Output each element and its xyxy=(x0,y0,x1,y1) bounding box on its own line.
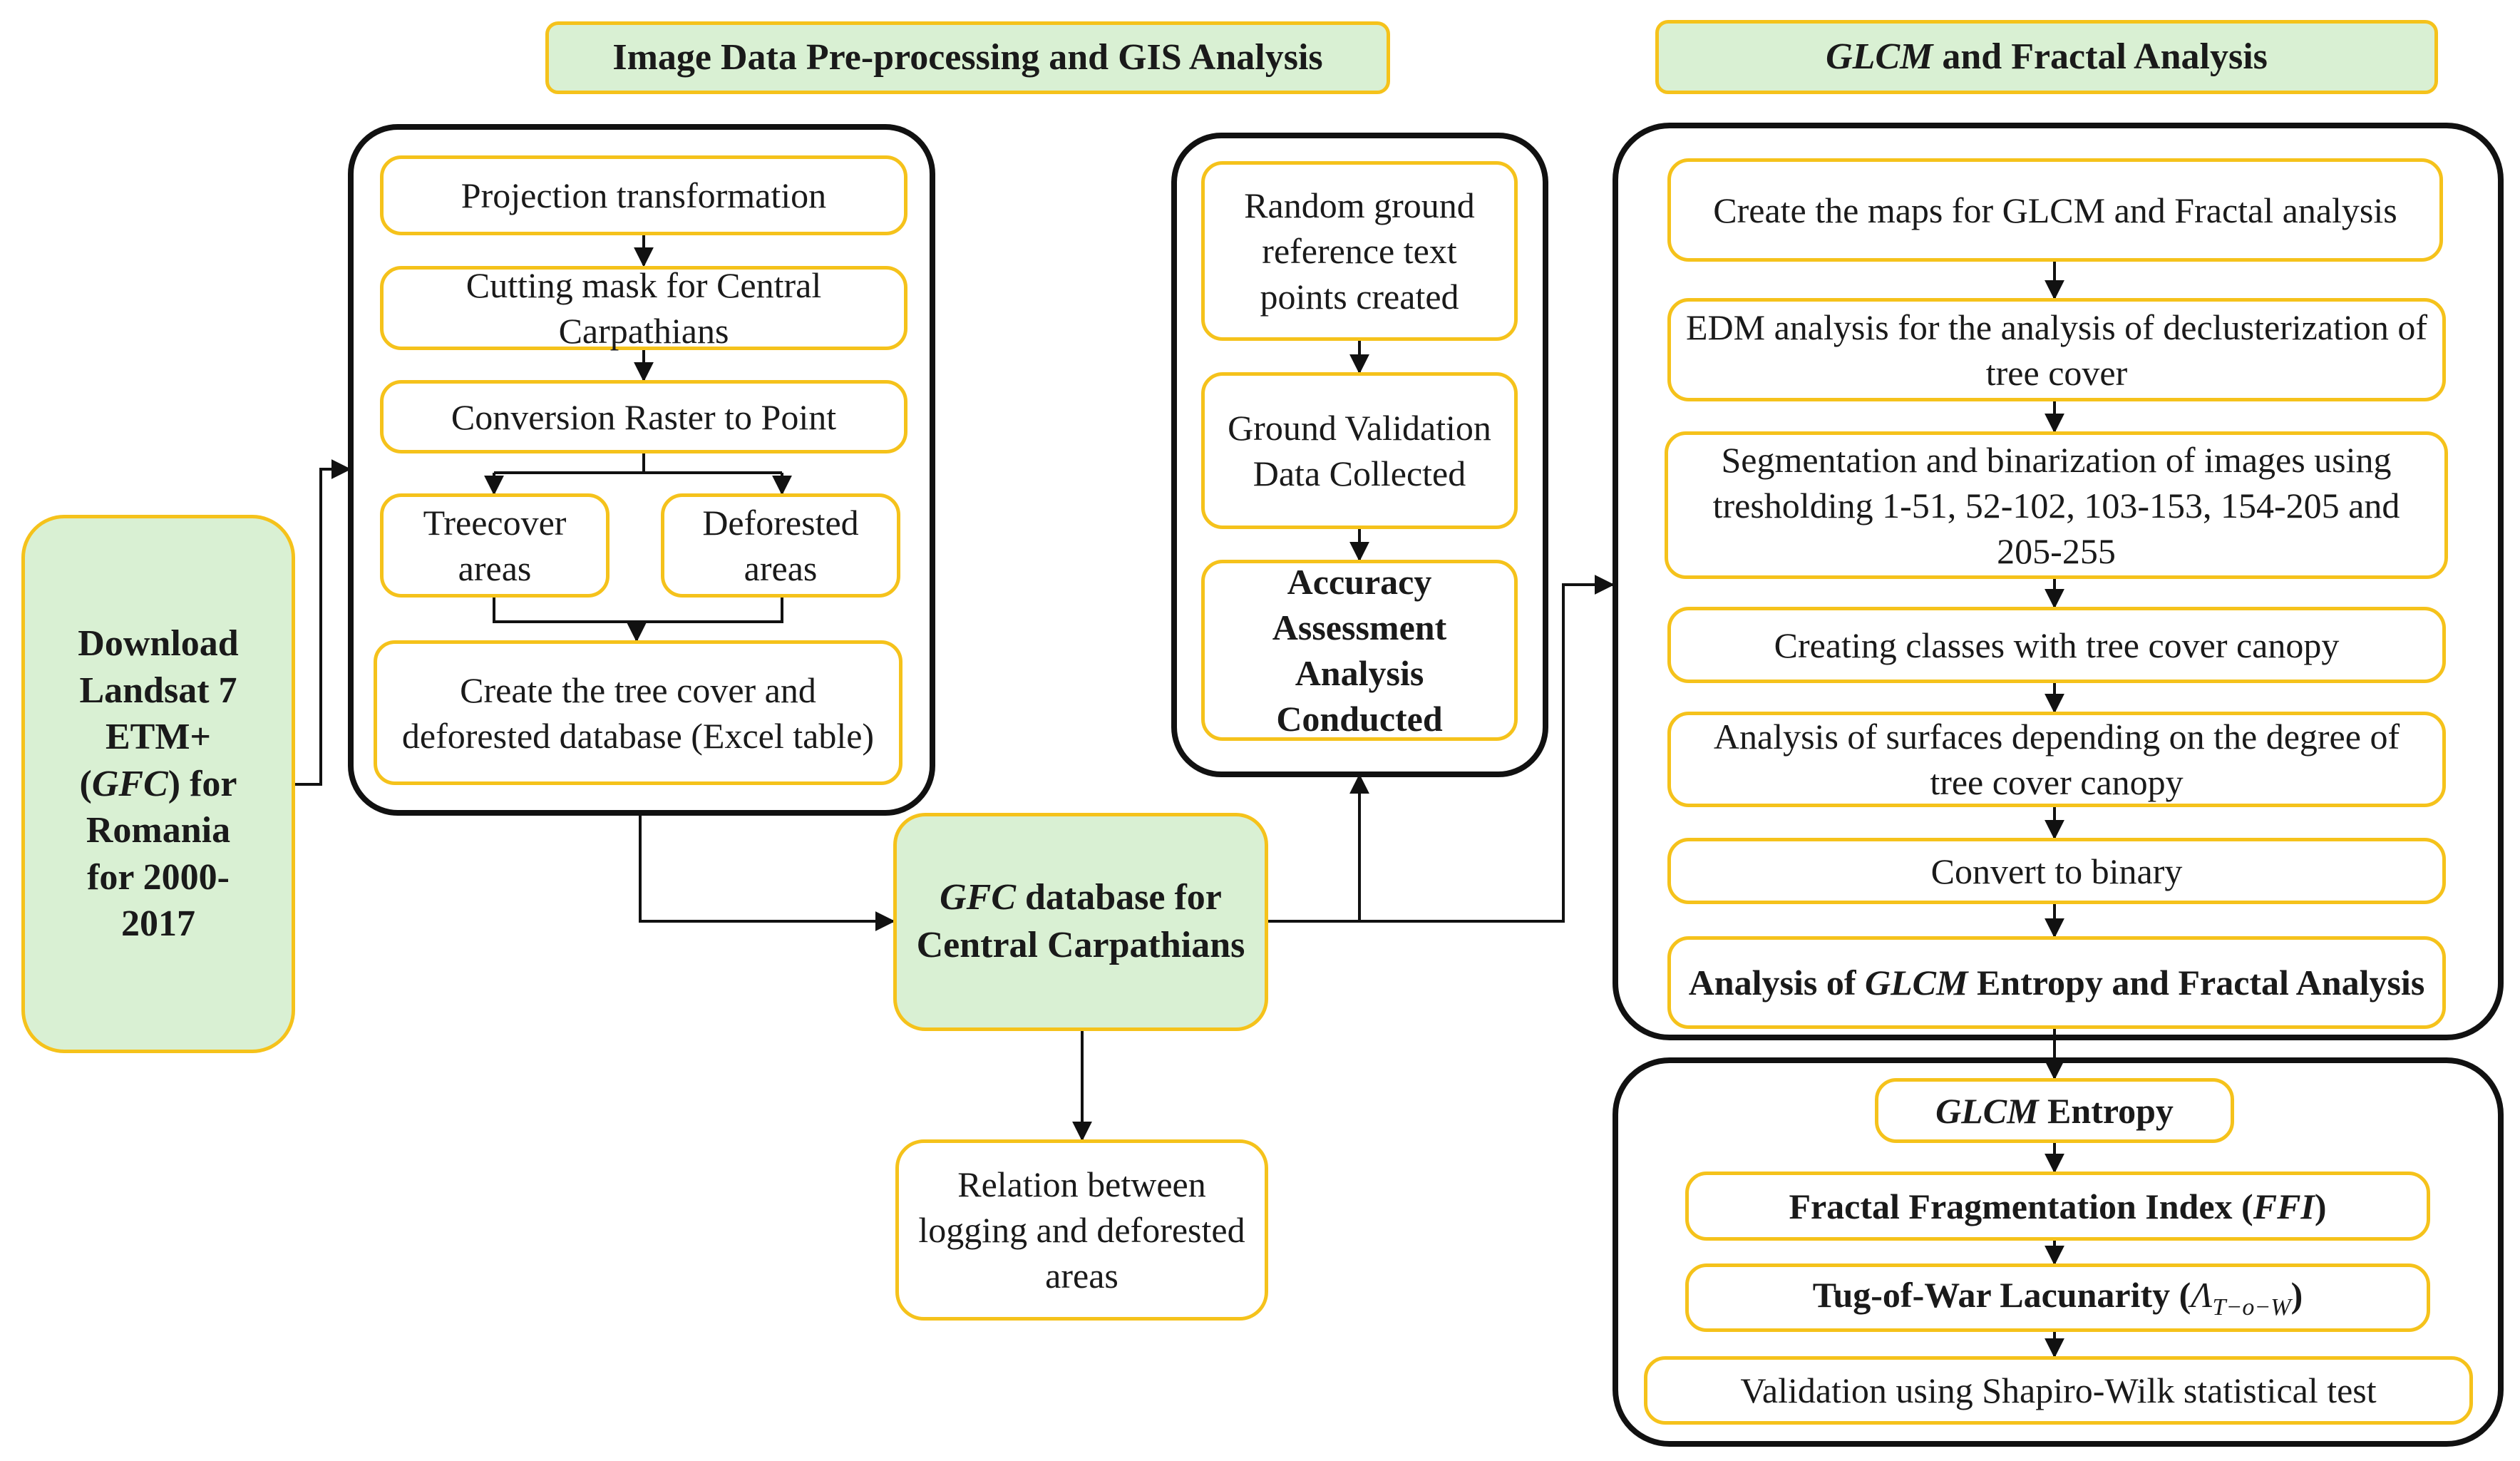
shapiro-wilk-box: Validation using Shapiro-Wilk statistica… xyxy=(1644,1356,2473,1425)
edm-analysis-box: EDM analysis for the analysis of declust… xyxy=(1667,298,2446,401)
preprocessing-group xyxy=(348,124,935,816)
creating-classes-box: Creating classes with tree cover canopy xyxy=(1667,607,2446,683)
arrow-branches-to-database xyxy=(493,598,783,640)
results-group xyxy=(1613,1057,2504,1447)
header-preprocessing: Image Data Pre-processing and GIS Analys… xyxy=(545,21,1390,94)
accuracy-assessment-box: Accuracy Assessment Analysis Conducted xyxy=(1201,560,1518,741)
glcm-analysis-group xyxy=(1613,123,2504,1040)
arrow-gfc-to-validation xyxy=(1267,774,1369,923)
header-glcm-rest: and Fractal Analysis xyxy=(1933,36,2268,77)
header-glcm-italic: GLCM xyxy=(1826,36,1933,77)
arrow-gfc-to-glcm xyxy=(1359,575,1615,923)
fractal-fragmentation-box: Fractal Fragmentation Index (FFI) xyxy=(1685,1172,2430,1241)
arrow-conversion-to-branches xyxy=(494,453,782,474)
random-points-box: Random ground reference text points crea… xyxy=(1201,161,1518,341)
deforested-areas-box: Deforested areas xyxy=(661,493,900,598)
analysis-surfaces-box: Analysis of surfaces depending on the de… xyxy=(1667,712,2446,807)
relation-logging-box: Relation between logging and deforested … xyxy=(895,1139,1268,1321)
arrow-download-to-preprocessing xyxy=(294,459,351,786)
cutting-mask-box: Cutting mask for Central Carpathians xyxy=(380,265,907,351)
gfc-database-box: GFC database for Central Carpathians xyxy=(893,813,1268,1031)
glcm-entropy-box: GLCM Entropy xyxy=(1875,1078,2234,1143)
treecover-areas-box: Treecover areas xyxy=(380,493,610,598)
download-landsat-box: Download Landsat 7 ETM+ (GFC) for Romani… xyxy=(21,515,295,1053)
analysis-glcm-entropy-box: Analysis of GLCM Entropy and Fractal Ana… xyxy=(1667,936,2446,1029)
conversion-raster-box: Conversion Raster to Point xyxy=(380,380,907,453)
validation-group xyxy=(1171,133,1548,777)
projection-transformation-box: Projection transformation xyxy=(380,155,907,235)
ground-validation-box: Ground Validation Data Collected xyxy=(1201,372,1518,529)
create-maps-box: Create the maps for GLCM and Fractal ana… xyxy=(1667,158,2443,262)
segmentation-box: Segmentation and binarization of images … xyxy=(1665,431,2448,579)
arrow-preprocessing-to-gfc xyxy=(639,815,895,931)
tug-of-war-lacunarity-box: Tug-of-War Lacunarity (ΛT−o−W) xyxy=(1685,1263,2430,1332)
convert-binary-box: Convert to binary xyxy=(1667,838,2446,904)
header-glcm-fractal: GLCM and Fractal Analysis xyxy=(1655,20,2438,94)
create-database-box: Create the tree cover and deforested dat… xyxy=(374,640,902,785)
